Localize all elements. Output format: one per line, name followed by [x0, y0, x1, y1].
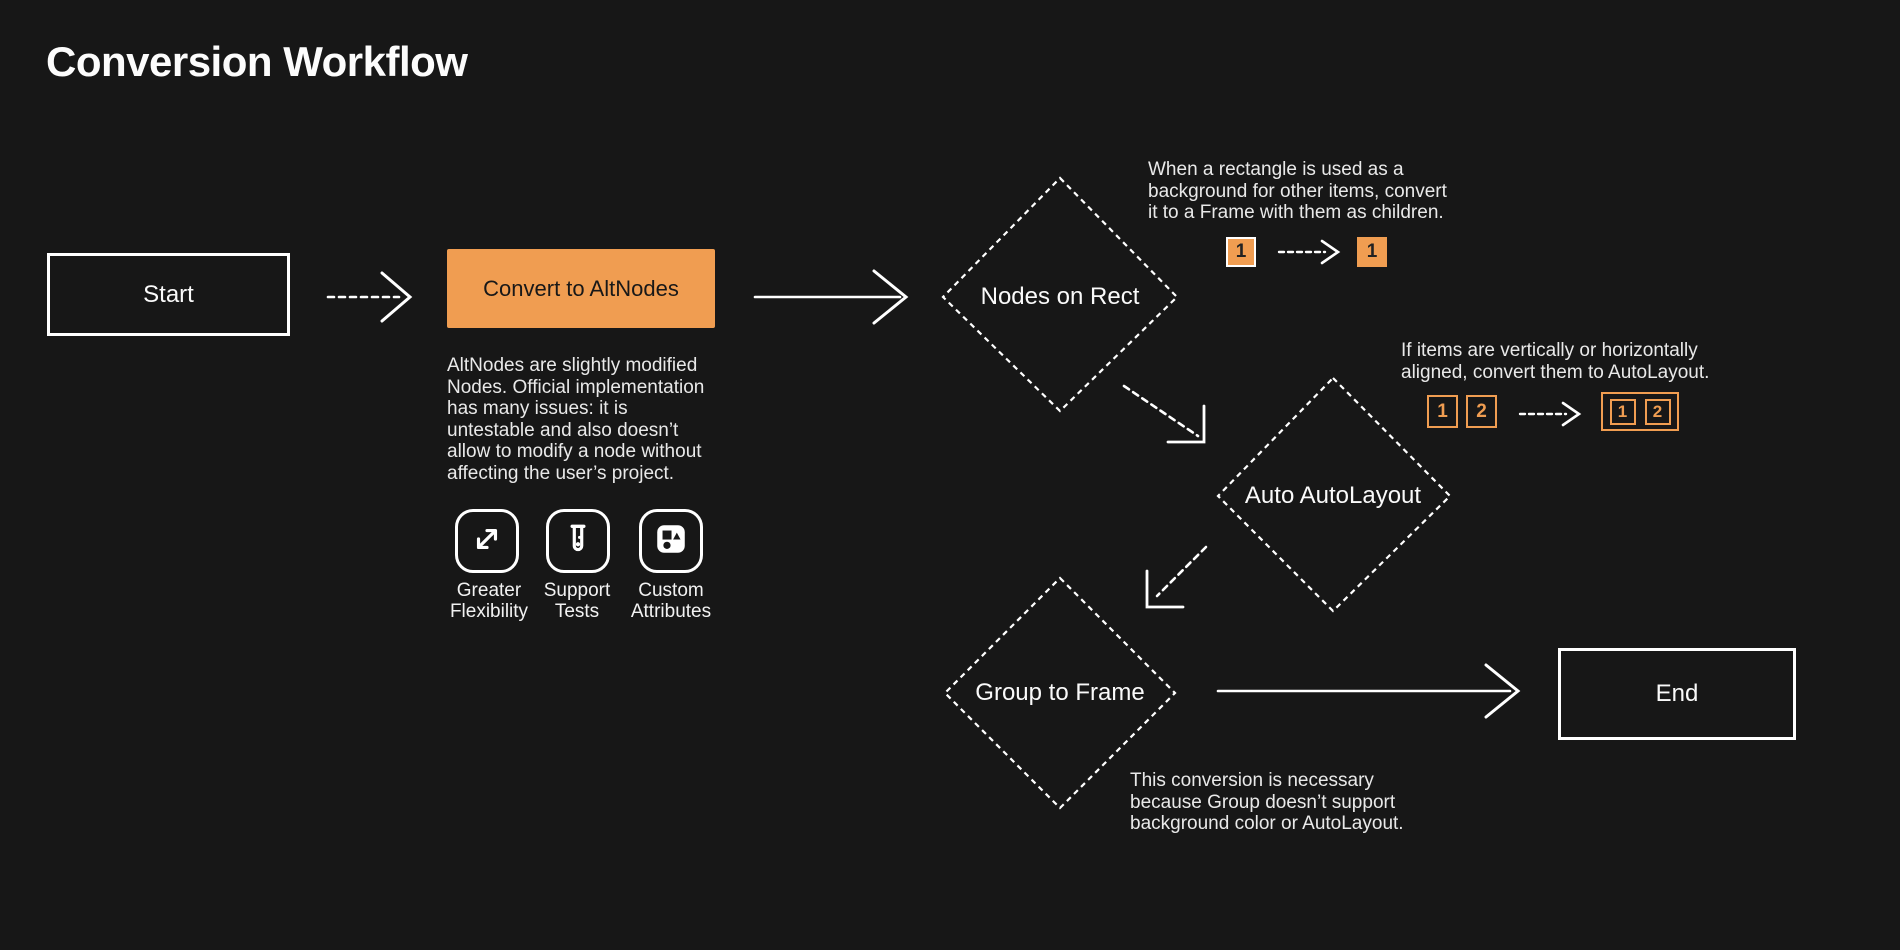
chip-rect-before: 1 — [1226, 237, 1256, 267]
arrow-group-to-end — [1216, 663, 1521, 719]
auto-autolayout-diamond[interactable] — [1216, 376, 1452, 613]
page-title: Conversion Workflow — [46, 38, 468, 85]
expand-arrows-icon — [469, 521, 505, 562]
chip-autolayout-after-1: 1 — [1609, 398, 1636, 425]
test-tube-icon — [560, 521, 596, 562]
arrow-start-to-convert — [326, 271, 413, 323]
feature-label-support-tests: Support Tests — [543, 580, 611, 622]
end-label: End — [1655, 680, 1699, 707]
start-label: Start — [143, 280, 194, 308]
feature-greater-flexibility — [455, 509, 519, 573]
convert-to-altnodes-label: Convert to AltNodes — [483, 275, 679, 301]
arrow-convert-to-rect — [753, 269, 909, 325]
start-node[interactable]: Start — [47, 253, 290, 336]
feature-custom-attributes — [639, 509, 703, 573]
annotation-group-to-frame: This conversion is necessary because Gro… — [1130, 770, 1404, 834]
chip-autolayout-after-group: 1 2 — [1601, 392, 1679, 431]
feature-label-greater-flexibility: Greater Flexibility — [449, 580, 529, 622]
feature-support-tests — [546, 509, 610, 573]
end-node[interactable]: End — [1558, 648, 1796, 740]
arrow-rect-to-autolayout — [1122, 384, 1206, 444]
nodes-on-rect-label: Nodes on Rect — [980, 283, 1140, 310]
feature-label-custom-attributes: Custom Attributes — [630, 580, 712, 622]
arrow-chip-rect — [1277, 239, 1341, 265]
auto-autolayout-label: Auto AutoLayout — [1244, 482, 1422, 509]
chip-rect-after: 1 — [1357, 237, 1387, 267]
nodes-on-rect-diamond[interactable] — [941, 176, 1179, 413]
chip-autolayout-before-2: 2 — [1466, 395, 1497, 428]
arrow-chip-autolayout — [1518, 401, 1582, 427]
convert-to-altnodes-node[interactable]: Convert to AltNodes — [447, 249, 715, 328]
arrow-autolayout-to-group — [1145, 545, 1208, 609]
chip-autolayout-before-1: 1 — [1427, 395, 1458, 428]
group-to-frame-label: Group to Frame — [975, 679, 1145, 706]
shapes-icon — [653, 521, 689, 562]
annotation-auto-autolayout: If items are vertically or horizontally … — [1401, 340, 1710, 383]
annotation-nodes-on-rect: When a rectangle is used as a background… — [1148, 159, 1447, 223]
altnodes-description: AltNodes are slightly modified Nodes. Of… — [447, 355, 705, 484]
chip-autolayout-after-2: 2 — [1644, 398, 1671, 425]
